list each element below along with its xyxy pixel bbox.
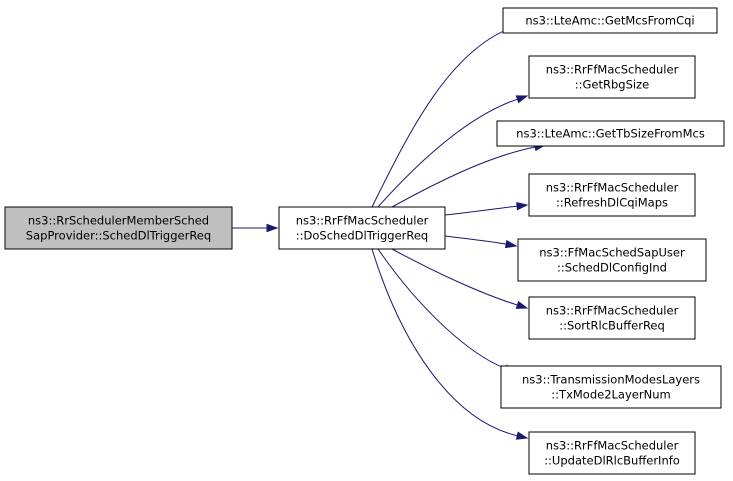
function-node-callee-2[interactable]: ns3::RrFfMacScheduler::GetRbgSize: [528, 55, 696, 99]
node-label-line: ::DoSchedDlTriggerReq: [296, 229, 429, 243]
node-label-line: ns3::FfMacSchedSapUser: [539, 246, 685, 260]
arrowhead-icon: [515, 300, 529, 309]
call-arrow-focus-to-callee-8: [371, 248, 529, 440]
function-node-caller[interactable]: ns3::RrSchedulerMemberSchedSapProvider::…: [4, 206, 233, 250]
node-box: [496, 120, 725, 147]
node-box: [502, 7, 718, 34]
function-node-callee-1[interactable]: ns3::LteAmc::GetMcsFromCqi: [502, 7, 718, 34]
call-arrow-line: [377, 248, 506, 369]
function-node-callee-6[interactable]: ns3::RrFfMacScheduler::SortRlcBufferReq: [528, 296, 696, 340]
call-arrow-line: [444, 235, 507, 245]
node-box: [278, 206, 446, 250]
node-label-line: ::SortRlcBufferReq: [559, 319, 665, 333]
node-label-line: ::SchedDlConfigInd: [557, 261, 667, 275]
call-nodes: ns3::RrSchedulerMemberSchedSapProvider::…: [4, 7, 725, 475]
node-box: [500, 365, 722, 409]
arrowhead-icon: [504, 239, 518, 249]
call-arrow-caller-to-focus: [232, 223, 279, 233]
node-label-line: ::RefreshDlCqiMaps: [556, 196, 668, 210]
arrowhead-icon: [516, 201, 529, 211]
arrowhead-icon: [266, 223, 279, 233]
node-label-line: ::GetRbgSize: [575, 78, 649, 92]
node-label-line: ns3::TransmissionModesLayers: [522, 373, 700, 387]
node-box: [528, 296, 696, 340]
call-arrow-focus-to-callee-1: [371, 23, 524, 208]
node-label-line: ::UpdateDlRlcBufferInfo: [544, 454, 680, 468]
function-node-callee-5[interactable]: ns3::FfMacSchedSapUser::SchedDlConfigInd: [517, 238, 707, 282]
node-label-line: ns3::RrFfMacScheduler: [546, 63, 679, 77]
arrowhead-icon: [515, 431, 529, 440]
node-box: [4, 206, 233, 250]
call-arrow-focus-to-callee-3: [391, 142, 547, 208]
call-arrow-line: [371, 248, 518, 437]
arrowhead-icon: [515, 95, 529, 104]
node-label-line: ns3::RrSchedulerMemberSched: [28, 214, 209, 228]
node-label-line: ns3::RrFfMacScheduler: [546, 181, 679, 195]
call-arrow-focus-to-callee-7: [377, 248, 517, 373]
call-arrow-line: [371, 26, 513, 208]
node-label-line: SapProvider::SchedDlTriggerReq: [26, 229, 211, 243]
node-label-line: ns3::RrFfMacScheduler: [546, 439, 679, 453]
node-label-line: ::TxMode2LayerNum: [551, 388, 670, 402]
call-arrow-focus-to-callee-2: [377, 95, 529, 208]
node-label-line: ns3::RrFfMacScheduler: [546, 304, 679, 318]
node-box: [528, 55, 696, 99]
function-node-callee-7[interactable]: ns3::TransmissionModesLayers::TxMode2Lay…: [500, 365, 722, 409]
function-node-callee-3[interactable]: ns3::LteAmc::GetTbSizeFromMcs: [496, 120, 725, 147]
call-arrow-line: [391, 146, 536, 208]
node-box: [528, 431, 696, 475]
call-arrow-focus-to-callee-5: [444, 235, 518, 249]
call-arrow-focus-to-callee-4: [444, 201, 529, 216]
node-box: [528, 173, 696, 217]
call-arrow-line: [377, 98, 518, 208]
function-node-callee-8[interactable]: ns3::RrFfMacScheduler::UpdateDlRlcBuffer…: [528, 431, 696, 475]
call-arrow-line: [391, 248, 518, 306]
function-node-callee-4[interactable]: ns3::RrFfMacScheduler::RefreshDlCqiMaps: [528, 173, 696, 217]
node-label-line: ns3::LteAmc::GetTbSizeFromMcs: [516, 127, 705, 141]
call-arrow-line: [444, 205, 518, 216]
node-box: [517, 238, 707, 282]
function-node-focus[interactable]: ns3::RrFfMacScheduler::DoSchedDlTriggerR…: [278, 206, 446, 250]
node-label-line: ns3::RrFfMacScheduler: [296, 214, 429, 228]
node-label-line: ns3::LteAmc::GetMcsFromCqi: [525, 14, 694, 28]
call-arrow-focus-to-callee-6: [391, 248, 529, 309]
